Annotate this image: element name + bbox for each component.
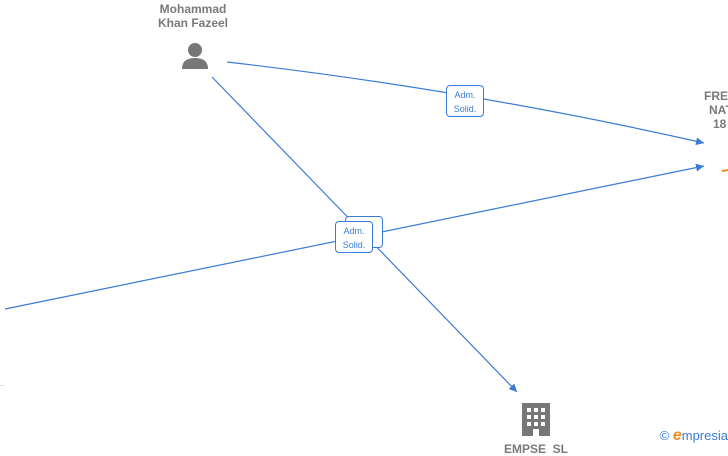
edge-badge-top-line1: Adm. (454, 90, 476, 100)
building-icon[interactable] (522, 403, 550, 436)
orange-node-marker (721, 169, 728, 172)
copyright-symbol: © (659, 428, 670, 443)
empresia-logo[interactable]: © empresia (660, 427, 728, 445)
right-company-line1: FRE (704, 89, 728, 103)
left-offscreen-marker: .. (0, 379, 4, 388)
edge-badge-top-line2: Solid. (453, 104, 477, 114)
edge-badge-top[interactable]: Adm. Solid. (446, 85, 484, 117)
bottom-company-label[interactable]: EMPSE SL (503, 442, 568, 456)
person-name-label[interactable]: Mohammad Khan Fazeel (150, 2, 236, 30)
person-name-line2: Khan Fazeel (157, 16, 229, 30)
person-icon[interactable] (182, 43, 208, 69)
brand-name: mpresia (681, 428, 728, 443)
right-company-label[interactable]: FRE NAT 18 (700, 89, 728, 131)
edge-badge-middle-line1: Adm. (343, 226, 365, 236)
edge-badge-middle-line2: Solid. (342, 240, 366, 250)
person-name-line1: Mohammad (159, 2, 227, 16)
brand-initial: e (672, 427, 682, 444)
right-company-line3: 18 (713, 117, 727, 131)
right-company-line2: NAT (709, 103, 728, 117)
edge-badge-middle[interactable]: Adm. Solid. (335, 221, 373, 253)
